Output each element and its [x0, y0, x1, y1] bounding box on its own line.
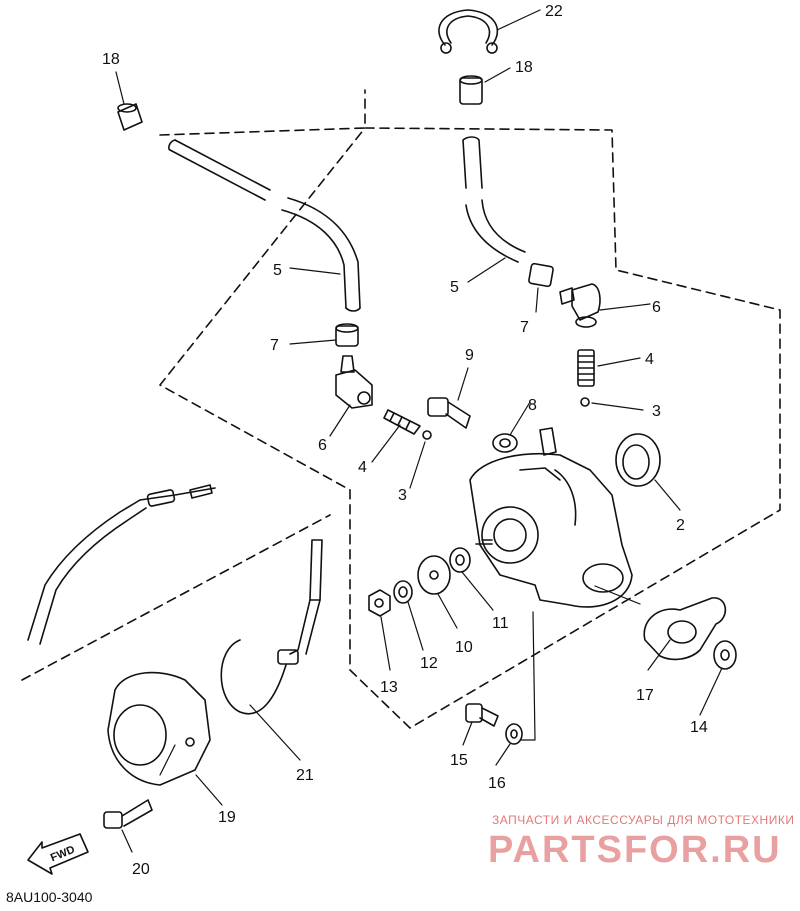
callout-5: 5 [450, 279, 459, 296]
callout-9: 9 [465, 347, 474, 364]
callout-15: 15 [450, 752, 468, 769]
oil-pump-body [469, 427, 633, 608]
seal-2 [615, 433, 661, 487]
callout-13: 13 [380, 679, 398, 696]
callout-21: 21 [296, 767, 314, 784]
callout-14: 14 [690, 719, 708, 736]
spring-4-right [577, 349, 595, 387]
gasket-17 [643, 597, 727, 661]
callout-6: 6 [652, 299, 661, 316]
bolt-15 [465, 703, 499, 727]
fwd-arrow [27, 833, 89, 875]
pump-cover-19 [107, 671, 211, 786]
collar-7-left [335, 323, 359, 347]
fitting-6-left [335, 355, 373, 409]
callout-2: 2 [676, 517, 685, 534]
throttle-cable [27, 484, 216, 645]
callout-4: 4 [358, 459, 367, 476]
part-code: 8AU100-3040 [6, 889, 93, 905]
callout-18: 18 [515, 59, 533, 76]
washer-16 [505, 723, 523, 745]
cap-18-right [459, 75, 483, 105]
callout-8: 8 [528, 397, 537, 414]
dashed-outline [159, 89, 781, 729]
callout-7: 7 [270, 337, 279, 354]
washer-8 [492, 433, 518, 453]
washer-10 [417, 555, 451, 595]
spring-4-left [383, 409, 421, 435]
callout-16: 16 [488, 775, 506, 792]
watermark-brand: PARTSFOR.RU [488, 829, 782, 871]
callout-4: 4 [645, 351, 654, 368]
watermark-caption: ЗАПЧАСТИ И АКСЕССУАРЫ ДЛЯ МОТОТЕХНИКИ [492, 813, 794, 827]
callout-3: 3 [398, 487, 407, 504]
fwd-label: FWD [49, 844, 77, 865]
callout-6: 6 [318, 437, 327, 454]
callout-18: 18 [102, 51, 120, 68]
callout-11: 11 [492, 615, 509, 632]
washer-11 [449, 547, 471, 573]
callout-5: 5 [273, 262, 282, 279]
callout-19: 19 [218, 809, 236, 826]
ball-3-right [580, 397, 590, 407]
lockwasher-12 [393, 580, 413, 604]
ball-3-left [422, 430, 432, 440]
dashed-divider [21, 514, 331, 681]
leader-lines [115, 9, 723, 853]
collar-7-right [528, 262, 554, 288]
cap-18-left [117, 103, 143, 131]
callout-7: 7 [520, 319, 529, 336]
callout-12: 12 [420, 655, 438, 672]
hose-5-left [168, 139, 361, 312]
clip-22 [438, 9, 499, 54]
nut-13 [368, 589, 391, 617]
callout-22: 22 [545, 3, 563, 20]
callout-3: 3 [652, 403, 661, 420]
callout-10: 10 [455, 639, 473, 656]
callout-17: 17 [636, 687, 654, 704]
pump-cable-21 [220, 539, 323, 715]
hose-5-right [462, 136, 526, 263]
callout-labels: 22 18 18 5 5 7 7 6 6 4 4 3 3 9 8 2 11 10 12 13 17 14 15 16 21 19 2… [102, 3, 708, 878]
fitting-6-right [559, 283, 601, 328]
bolt-9 [427, 397, 471, 429]
screw-20 [103, 799, 153, 829]
callout-20: 20 [132, 861, 150, 878]
washer-14 [713, 640, 737, 670]
